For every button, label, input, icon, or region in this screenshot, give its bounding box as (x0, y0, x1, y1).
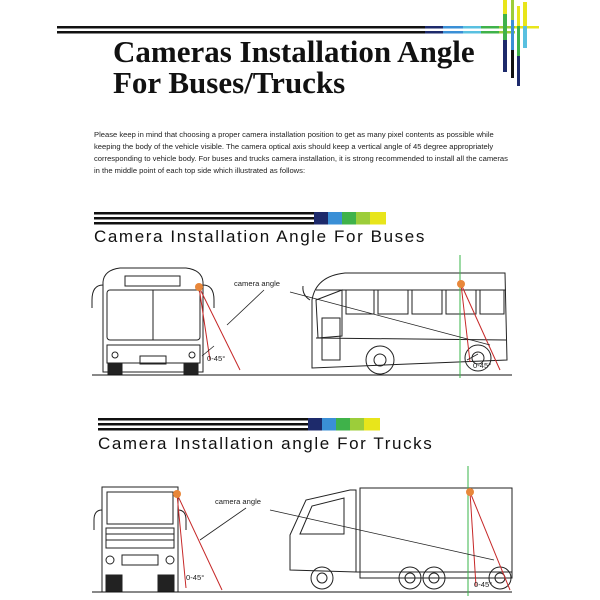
header-vertical-bars (503, 0, 527, 86)
truck-camera-angle-label: camera angle (215, 497, 262, 506)
bus-front-illustration (91, 267, 215, 376)
buses-section-stripe (94, 212, 386, 225)
intro-paragraph: Please keep in mind that choosing a prop… (94, 130, 508, 176)
trucks-section-stripe (98, 418, 380, 431)
bus-side-camera-icon (457, 280, 465, 288)
truck-side-camera-icon (466, 488, 474, 496)
bus-front-camera-icon (195, 283, 203, 291)
page-title: Cameras Installation Angle For Buses/Tru… (113, 36, 475, 98)
truck-side-illustration (289, 487, 513, 590)
buses-section-heading: Camera Installation Angle For Buses (94, 227, 426, 246)
truck-front-angle-label: 0-45° (186, 573, 205, 582)
truck-side-angle-label: 0-45° (474, 580, 493, 589)
bus-front-angle-label: 0-45° (207, 354, 226, 363)
truck-front-camera-icon (173, 490, 181, 498)
bus-camera-angle-label: camera angle (234, 279, 281, 288)
bus-side-angle-label: 0-45° (473, 361, 492, 370)
truck-front-illustration (93, 486, 187, 593)
truck-angle-lines (176, 491, 511, 591)
bus-pointer-lines (201, 289, 491, 361)
bus-angle-lines (198, 283, 501, 371)
title-line-2: For Buses/Trucks (113, 65, 346, 100)
trucks-section-heading: Camera Installation angle For Trucks (98, 434, 434, 453)
title-line-1: Cameras Installation Angle (113, 34, 475, 69)
truck-pointer-lines (199, 507, 495, 561)
